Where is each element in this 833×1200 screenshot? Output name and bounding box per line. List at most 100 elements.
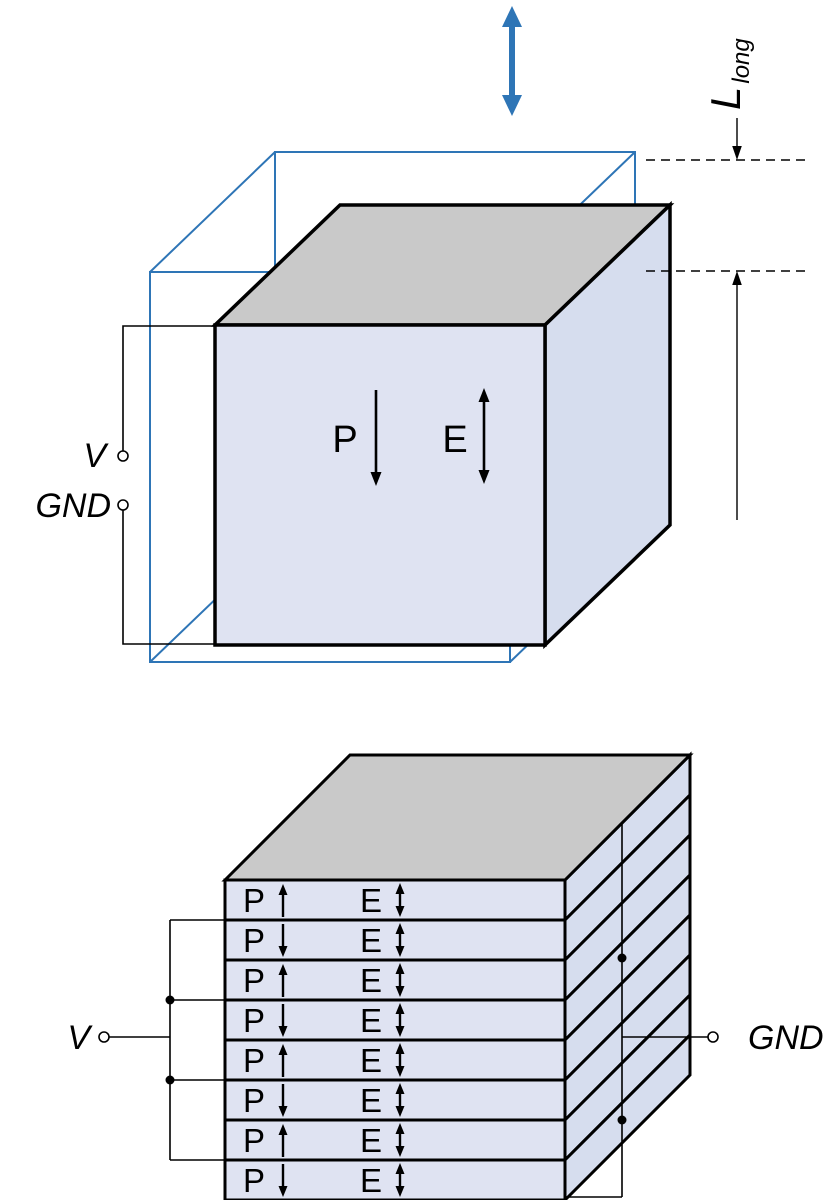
motion-double-arrow-icon (502, 6, 522, 116)
field-label: E (360, 922, 382, 959)
stack-layer-front (223, 958, 567, 1002)
arrowhead-down-icon (395, 1146, 405, 1157)
junction-dot (617, 953, 627, 963)
arrowhead-down-icon (395, 906, 405, 917)
stack-layer-front (223, 1158, 567, 1200)
polarization-label: P (243, 1122, 265, 1159)
multilayer-diagram: P E P E P E P E P E P E P E P E V GND (67, 751, 824, 1200)
field-arrow-icon (395, 1163, 405, 1197)
arrowhead-down-icon (278, 1106, 288, 1117)
field-label: E (360, 1162, 382, 1199)
stack-layer-front (223, 1118, 567, 1162)
arrowhead-down-icon (395, 1186, 405, 1197)
field-label: E (360, 882, 382, 919)
field-arrow-icon (395, 923, 405, 957)
stack-layer-front (223, 1038, 567, 1082)
polarization-arrow-icon (278, 1124, 288, 1157)
voltage-label: V (83, 437, 109, 475)
stack-layer-front (223, 878, 567, 922)
polarization-label: P (243, 882, 265, 919)
polarization-label: P (243, 962, 265, 999)
field-label: E (442, 419, 467, 461)
arrowhead-down-icon (395, 946, 405, 957)
voltage-label: V (67, 1019, 93, 1057)
gnd-bus-wire (565, 824, 708, 1198)
arrowhead-up-icon (395, 1163, 405, 1174)
arrowhead-down-icon (395, 986, 405, 997)
single-layer-field-arrows (370, 388, 490, 486)
dimension-label-subscript: long (728, 38, 755, 84)
arrowhead-up-icon (395, 1003, 405, 1014)
field-label: E (360, 1042, 382, 1079)
polarization-arrow-icon (278, 964, 288, 997)
arrowhead-down-icon (395, 1066, 405, 1077)
polarization-label: P (332, 419, 357, 461)
arrowhead-up-icon (478, 388, 490, 402)
polarization-arrow-icon (370, 390, 382, 486)
arrowhead-down-icon (395, 1106, 405, 1117)
polarization-arrow-icon (278, 1084, 288, 1117)
motion-arrowhead-up (502, 6, 522, 27)
arrowhead-up-icon (395, 1123, 405, 1134)
polarization-label: P (243, 1002, 265, 1039)
piezo-cube (210, 200, 675, 650)
field-arrow-icon (395, 963, 405, 997)
dimension-extension-lines (646, 159, 806, 272)
arrowhead-down-icon (370, 472, 382, 486)
field-arrow-icon (395, 883, 405, 917)
junction-dot (165, 995, 175, 1005)
stack-top-face (221, 753, 694, 882)
arrowhead-up-icon (395, 923, 405, 934)
arrowhead-up-icon (278, 884, 288, 895)
field-arrow-icon (395, 1083, 405, 1117)
stack-layers: P E P E P E P E P E P E P E P E (223, 751, 692, 1200)
ground-terminal (117, 499, 129, 511)
stack-layer-side (563, 1031, 692, 1200)
polarization-arrow-icon (278, 1164, 288, 1197)
field-label: E (360, 962, 382, 999)
field-label: E (360, 1122, 382, 1159)
arrowhead-up-icon (278, 964, 288, 975)
polarization-arrow-icon (278, 884, 288, 917)
single-layer-diagram: Llong P E V GND (35, 6, 806, 663)
stack-layer-front (223, 918, 567, 962)
arrowhead-up-icon (395, 1083, 405, 1094)
electrode-wires (122, 325, 216, 645)
field-arrow-icon (395, 1003, 405, 1037)
arrowhead-down-icon (278, 946, 288, 957)
polarization-label: P (243, 1042, 265, 1079)
arrowhead-up-icon (395, 883, 405, 894)
junction-dot (617, 1115, 627, 1125)
polarization-arrow-icon (278, 1004, 288, 1037)
arrowhead-up-icon (278, 1124, 288, 1135)
arrowhead-down-icon (278, 1026, 288, 1037)
stack-layer-front (223, 998, 567, 1042)
polarization-arrow-icon (278, 1044, 288, 1077)
stack-layer-front (223, 1078, 567, 1122)
arrowhead-down-icon (395, 1026, 405, 1037)
dimension-arrowhead-up (732, 271, 742, 285)
polarization-label: P (243, 1162, 265, 1199)
polarization-label: P (243, 1082, 265, 1119)
field-label: E (360, 1082, 382, 1119)
ground-terminal (707, 1031, 719, 1043)
field-arrow-icon (395, 1043, 405, 1077)
ground-label: GND (35, 487, 111, 525)
cube-front-face (213, 323, 547, 647)
polarization-label: P (243, 922, 265, 959)
arrowhead-up-icon (278, 1044, 288, 1055)
dimension-arrowhead-down (732, 146, 742, 160)
junction-dot (165, 1075, 175, 1085)
v-bus-wire (109, 919, 224, 1161)
arrowhead-up-icon (395, 963, 405, 974)
motion-arrowhead-down (502, 95, 522, 116)
field-arrow-icon (395, 1123, 405, 1157)
ground-label: GND (748, 1019, 824, 1057)
arrowhead-down-icon (478, 470, 490, 484)
dimension-label: Llong (702, 38, 755, 110)
arrowhead-up-icon (395, 1043, 405, 1054)
voltage-terminal (98, 1031, 110, 1043)
dimension-label-main: L (702, 87, 749, 110)
field-label: E (360, 1002, 382, 1039)
